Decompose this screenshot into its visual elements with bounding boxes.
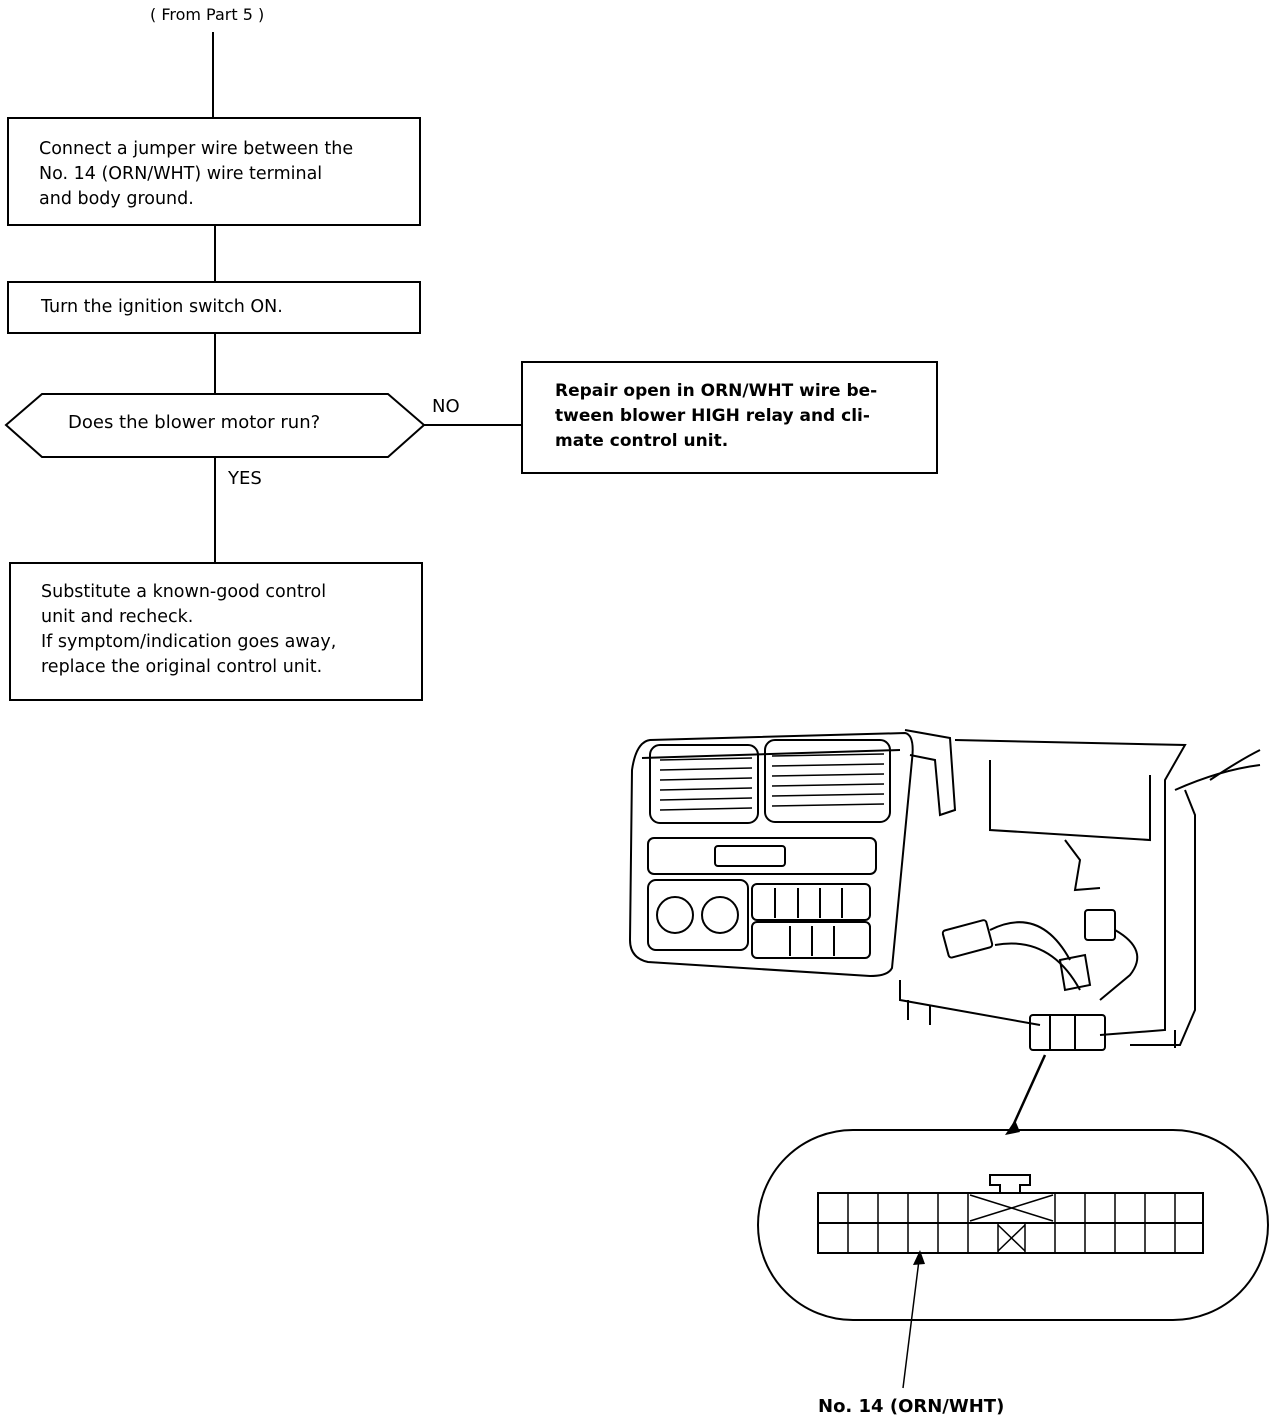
step-connect-jumper: Connect a jumper wire between the No. 14… bbox=[7, 117, 421, 226]
connector-detail bbox=[757, 1129, 1269, 1389]
no-branch-label: NO bbox=[432, 396, 460, 417]
from-part-label: ( From Part 5 ) bbox=[150, 5, 265, 24]
terminal-callout-label: No. 14 (ORN/WHT) bbox=[818, 1396, 1005, 1417]
yes-branch-label: YES bbox=[228, 468, 262, 489]
dashboard-illustration bbox=[628, 729, 1261, 1135]
step-ignition-on: Turn the ignition switch ON. bbox=[7, 281, 421, 334]
repair-open-box: Repair open in ORN/WHT wire be- tween bl… bbox=[521, 361, 938, 474]
decision-question: Does the blower motor run? bbox=[68, 412, 321, 433]
decision-shape bbox=[4, 393, 426, 458]
substitute-control-unit-box: Substitute a known-good control unit and… bbox=[9, 562, 423, 701]
